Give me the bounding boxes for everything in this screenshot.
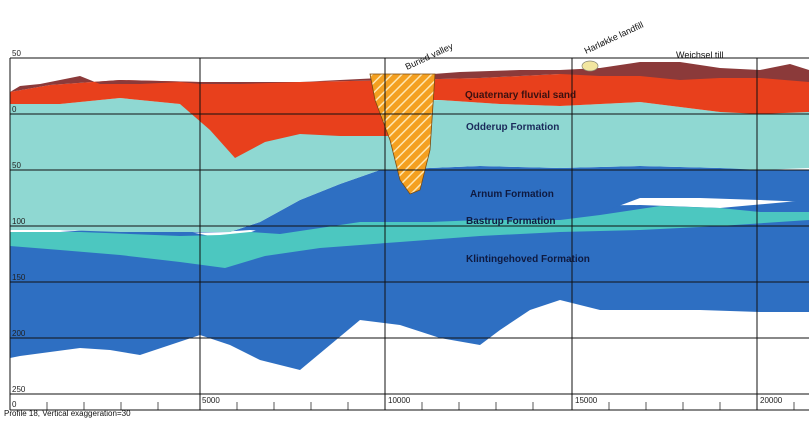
buried-valley-fill [369, 73, 436, 195]
y-tick-label: 0 [12, 105, 17, 114]
quaternary-label: Quaternary fluvial sand [465, 90, 576, 101]
klintinghoved-label: Klintingehoved Formation [466, 254, 590, 265]
x-tick-label: 5000 [202, 396, 220, 405]
arnum-formation-layer [10, 166, 809, 233]
landfill-deposit [581, 60, 599, 72]
y-tick-label: 150 [12, 273, 26, 282]
x-tick-label: 0 [12, 400, 17, 409]
grid-lines [9, 57, 809, 411]
x-tick-label: 15000 [575, 396, 598, 405]
y-tick-label: 50 [12, 49, 21, 58]
y-tick-label: 50 [12, 161, 21, 170]
bastrup-formation-layer [10, 206, 809, 268]
landfill-label: Harløkke landfill [583, 20, 645, 56]
x-tick-label: 20000 [760, 396, 783, 405]
arnum-label: Arnum Formation [470, 189, 554, 200]
y-tick-label: 250 [12, 385, 26, 394]
y-tick-label: 200 [12, 329, 26, 338]
x-minor-ticks [46, 402, 795, 410]
weichsel-till-label: Weichsel till [676, 50, 723, 60]
quaternary-sand-layer [10, 70, 809, 158]
odderup-label: Odderup Formation [466, 122, 559, 133]
y-tick-label: 100 [12, 217, 26, 226]
buried-valley-label: Buried valley [404, 41, 455, 72]
x-tick-label: 10000 [388, 396, 411, 405]
bastrup-label: Bastrup Formation [466, 216, 555, 227]
figure-caption: Profile 18, Vertical exaggeration=30 [4, 409, 131, 418]
